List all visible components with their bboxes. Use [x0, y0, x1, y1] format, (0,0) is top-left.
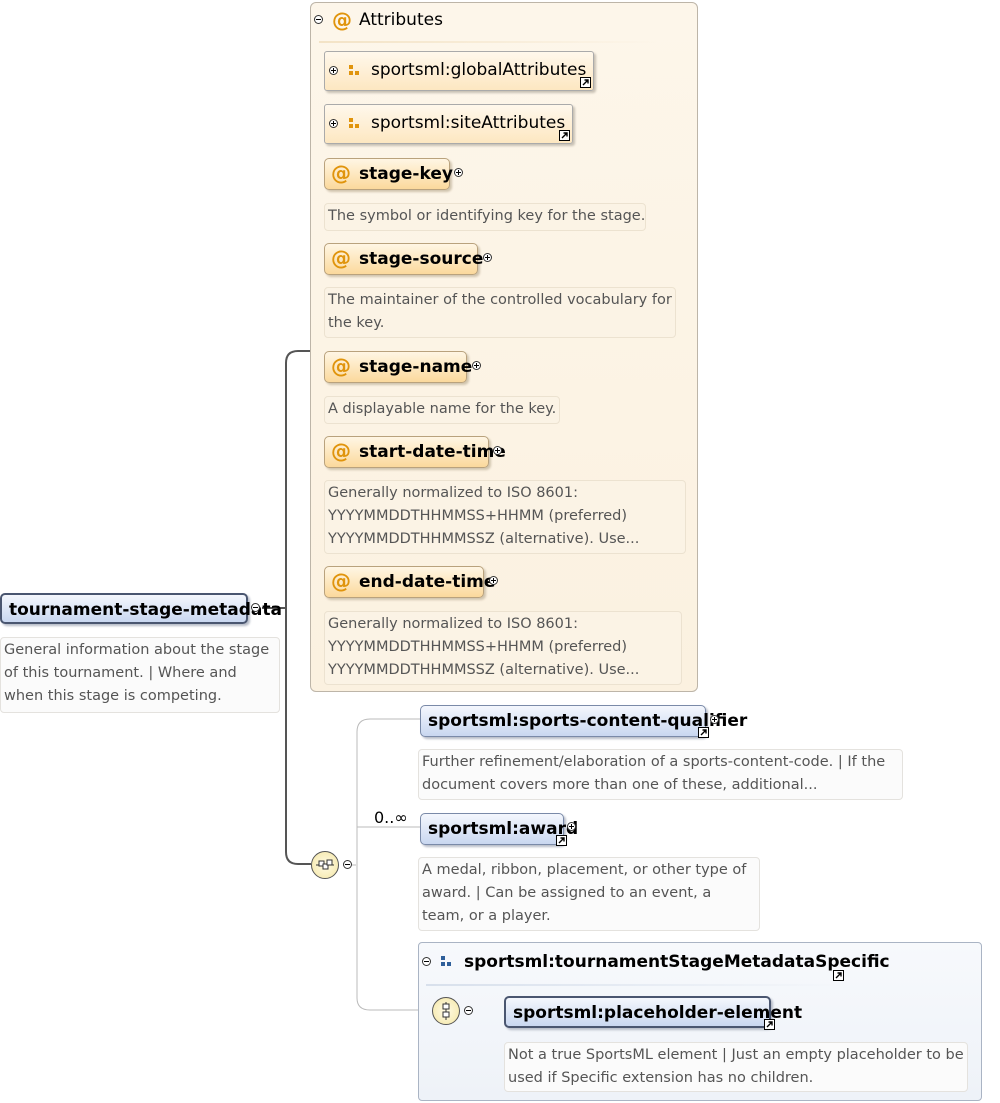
reference-arrow-icon[interactable]	[833, 970, 844, 981]
sequence-compositor-icon[interactable]	[432, 997, 460, 1025]
element-doc: Further refinement/elaboration of a spor…	[418, 749, 903, 800]
attribute-at-icon: @	[331, 569, 351, 593]
element-name: sportsml:placeholder-element	[513, 1003, 803, 1023]
attribute-at-icon: @	[331, 161, 351, 185]
reference-arrow-icon[interactable]	[556, 835, 567, 846]
expand-icon[interactable]	[489, 576, 498, 585]
expand-icon[interactable]	[483, 253, 492, 262]
attribute-doc: Generally normalized to ISO 8601: YYYYMM…	[324, 611, 682, 685]
attribute-doc: Generally normalized to ISO 8601: YYYYMM…	[324, 480, 686, 554]
sequence-compositor-icon[interactable]	[311, 851, 339, 879]
attribute-stage-key[interactable]: @ stage-key	[324, 158, 453, 190]
attribute-name: end-date-time	[359, 572, 496, 592]
element-doc: A medal, ribbon, placement, or other typ…	[418, 857, 760, 931]
expand-icon[interactable]	[454, 168, 463, 177]
attribute-at-icon: @	[331, 439, 351, 463]
collapse-icon[interactable]	[251, 603, 260, 612]
collapse-icon[interactable]	[343, 860, 352, 869]
element-group-icon	[441, 956, 453, 968]
attribute-stage-name[interactable]: @ stage-name	[324, 351, 472, 383]
attributes-title: Attributes	[359, 10, 443, 30]
attribute-group-icon	[349, 118, 361, 130]
attribute-group-name: sportsml:globalAttributes	[371, 60, 587, 80]
root-element-name: tournament-stage-metadata	[9, 600, 282, 620]
element-group-name: sportsml:tournamentStageMetadataSpecific	[464, 952, 890, 972]
expand-icon[interactable]	[567, 822, 576, 831]
expand-icon[interactable]	[329, 66, 338, 75]
attribute-name: start-date-time	[359, 442, 506, 462]
attribute-at-icon: @	[332, 8, 352, 32]
reference-arrow-icon[interactable]	[764, 1019, 775, 1030]
attribute-name: stage-key	[359, 164, 453, 184]
expand-icon[interactable]	[710, 715, 719, 724]
attribute-end-date-time[interactable]: @ end-date-time	[324, 566, 495, 598]
element-name: sportsml:sports-content-qualifier	[428, 711, 748, 731]
attribute-doc: A displayable name for the key.	[324, 396, 560, 424]
attribute-at-icon: @	[331, 354, 351, 378]
attribute-doc: The symbol or identifying key for the st…	[324, 203, 646, 231]
expand-icon[interactable]	[329, 119, 338, 128]
attribute-name: stage-name	[359, 357, 473, 377]
attribute-at-icon: @	[331, 246, 351, 270]
panel-separator	[319, 41, 657, 43]
attribute-name: stage-source	[359, 249, 484, 269]
collapse-icon[interactable]	[422, 957, 431, 966]
attribute-stage-source[interactable]: @ stage-source	[324, 243, 483, 275]
attribute-group-global[interactable]: sportsml:globalAttributes	[324, 51, 594, 91]
element-award[interactable]: sportsml:award	[420, 813, 578, 846]
element-name: sportsml:award	[428, 819, 579, 839]
element-sports-content-qualifier[interactable]: sportsml:sports-content-qualifier	[420, 705, 747, 738]
root-element-doc: General information about the stage of t…	[0, 637, 280, 713]
attribute-group-name: sportsml:siteAttributes	[371, 113, 566, 133]
attribute-start-date-time[interactable]: @ start-date-time	[324, 436, 506, 468]
root-element-box[interactable]: tournament-stage-metadata	[0, 593, 282, 624]
attribute-group-icon	[349, 65, 361, 77]
element-doc: Not a true SportsML element | Just an em…	[504, 1042, 968, 1092]
attribute-doc: The maintainer of the controlled vocabul…	[324, 287, 676, 338]
reference-arrow-icon[interactable]	[698, 727, 709, 738]
element-placeholder-element[interactable]: sportsml:placeholder-element	[504, 996, 802, 1030]
occurrence-label: 0..∞	[374, 808, 408, 827]
expand-icon[interactable]	[493, 446, 502, 455]
expand-icon[interactable]	[472, 361, 481, 370]
reference-arrow-icon[interactable]	[559, 130, 570, 141]
collapse-icon[interactable]	[314, 15, 323, 24]
collapse-icon[interactable]	[464, 1006, 473, 1015]
reference-arrow-icon[interactable]	[580, 77, 591, 88]
panel-separator	[426, 984, 846, 986]
attribute-group-site[interactable]: sportsml:siteAttributes	[324, 104, 573, 144]
